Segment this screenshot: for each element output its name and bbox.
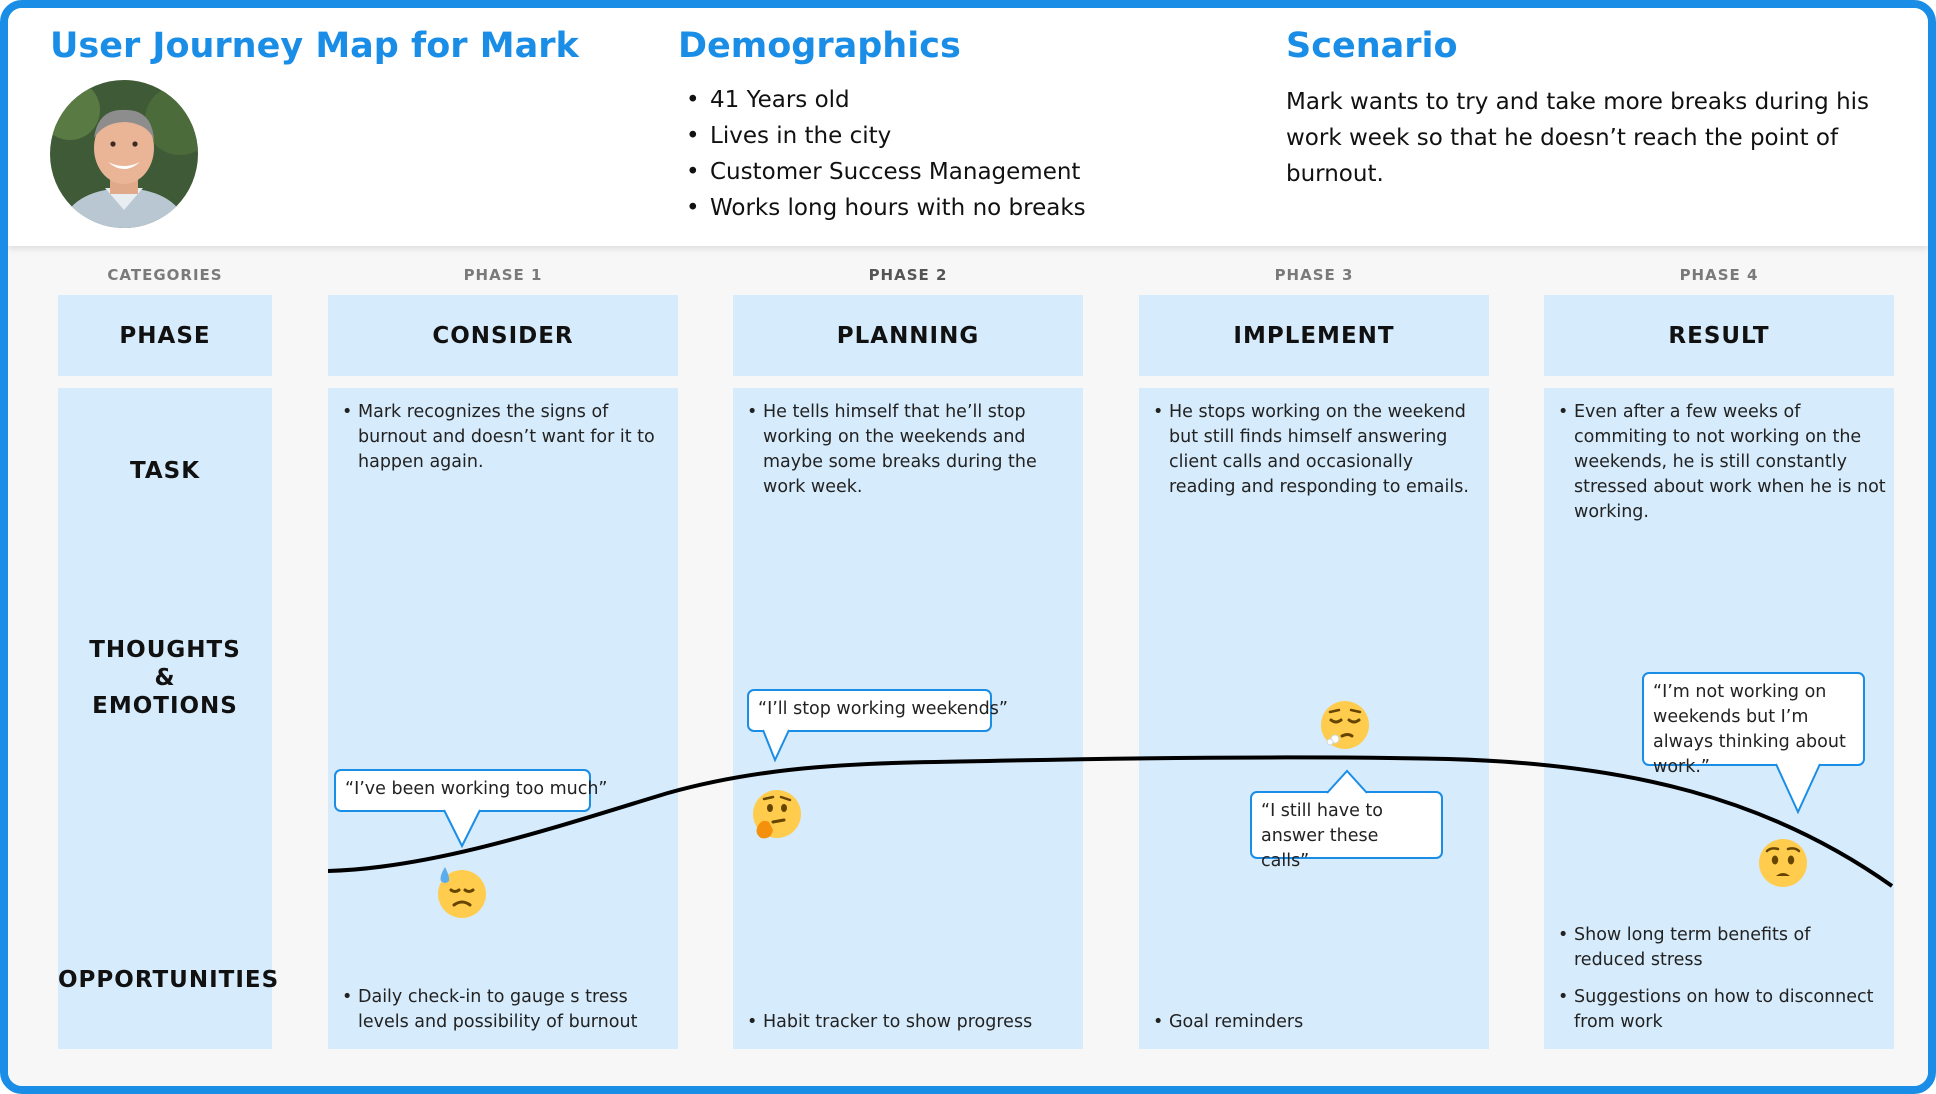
demographics-item: 41 Years old [680,82,1086,118]
quote-bubble-implement: “I still have to answer these calls” [1250,791,1443,871]
phase-caption: PHASE 2 [868,266,948,284]
phase-caption: PHASE 1 [463,266,543,284]
category-thoughts: THOUGHTS [89,637,241,663]
phase-caption: PHASE 4 [1679,266,1759,284]
category-opportunities: OPPORTUNITIES [58,967,280,993]
task-text: Mark recognizes the signs of burnout and… [328,400,668,475]
demographics-title: Demographics [678,26,961,66]
phase-name-result: RESULT [1544,295,1894,376]
category-emotions: EMOTIONS [92,693,238,719]
phase-column-consider [328,388,678,1049]
demographics-item: Lives in the city [680,118,1086,154]
opportunity-item: Daily check-in to gauge s tress levels a… [328,985,673,1035]
category-ampersand: & [154,665,176,691]
task-text: He stops working on the weekend but stil… [1139,400,1485,500]
task-text: He tells himself that he’ll stop working… [733,400,1079,500]
bubble-tail [1775,763,1821,815]
demographics-item: Works long hours with no breaks [680,190,1086,226]
header: User Journey Map for Mark Demographics 4… [8,8,1928,246]
anxious-face-emoji [1759,839,1807,887]
phase-name-implement: IMPLEMENT [1139,295,1489,376]
task-text: Even after a few weeks of commiting to n… [1544,400,1890,525]
opportunity-item: Suggestions on how to disconnect from wo… [1544,985,1874,1035]
bubble-tail [443,809,481,849]
category-task: TASK [129,458,201,484]
phase-name-planning: PLANNING [733,295,1083,376]
demographics-list: 41 Years old Lives in the city Customer … [680,82,1086,226]
categories-caption: CATEGORIES [107,266,223,284]
scenario-text: Mark wants to try and take more breaks d… [1286,89,1870,187]
categories-column [58,388,272,1049]
bubble-tail [1326,769,1368,794]
scenario-title: Scenario [1286,26,1458,66]
relieved-sigh-emoji [1321,701,1369,749]
opportunity-item: Habit tracker to show progress [733,1010,1079,1035]
demographics-item: Customer Success Management [680,154,1086,190]
avatar [50,80,198,228]
phase-name-consider: CONSIDER [328,295,678,376]
downcast-sweat-emoji [438,867,486,918]
phase-caption: PHASE 3 [1274,266,1354,284]
bubble-tail [762,729,790,763]
thinking-face-emoji [753,790,801,839]
quote-bubble-result: “I’m not working on weekends but I’m alw… [1642,672,1865,777]
phase-row-label: PHASE [58,295,272,376]
opportunity-item: Goal reminders [1139,1010,1485,1035]
quote-bubble-planning: “I’ll stop working weekends” [747,689,1008,732]
quote-bubble-consider: “I’ve been working too much” [334,769,608,812]
opportunity-item: Show long term benefits of reduced stres… [1544,923,1874,973]
page-title: User Journey Map for Mark [50,26,579,66]
